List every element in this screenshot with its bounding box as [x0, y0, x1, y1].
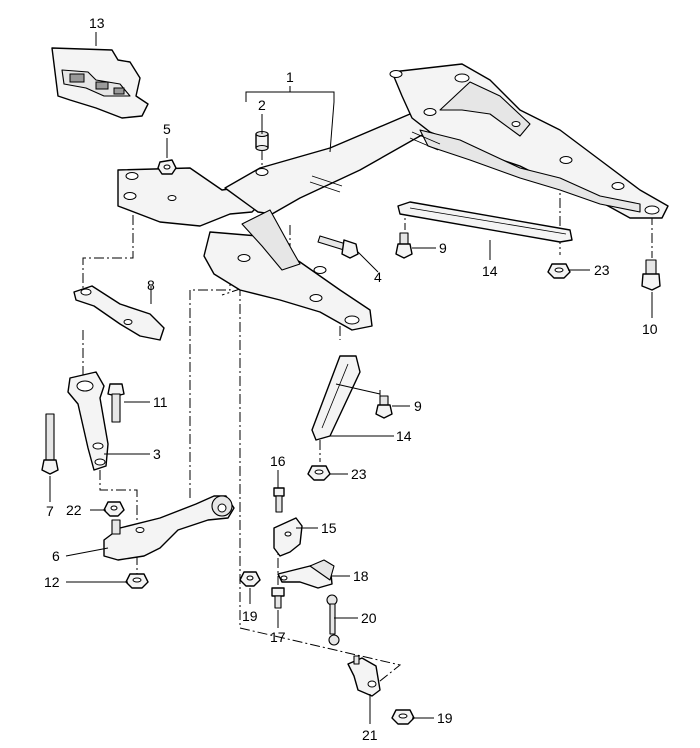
bracket-15 — [273, 517, 303, 557]
screw-16 — [273, 487, 285, 513]
callout-14-lower: 14 — [396, 428, 412, 444]
assembly-line-8 — [82, 215, 134, 290]
nut-23-lower — [307, 465, 331, 481]
coupling-rod — [326, 594, 340, 646]
screw-17 — [271, 587, 285, 609]
callout-17: 17 — [270, 629, 286, 645]
label-plate — [51, 47, 149, 119]
nut-19-upper — [239, 571, 261, 587]
callout-9-upper: 9 — [439, 240, 447, 256]
callout-15: 15 — [321, 520, 337, 536]
callout-6: 6 — [52, 548, 60, 564]
nut-12 — [125, 573, 149, 589]
bushing — [255, 130, 269, 152]
front-axle-crossmember — [117, 63, 669, 331]
callout-23-lower: 23 — [351, 466, 367, 482]
callout-labels: 13 1 2 5 4 8 9 14 23 10 11 3 7 22 6 12 9… — [44, 15, 658, 743]
leader-lines — [49, 32, 653, 724]
bolt-11 — [107, 383, 125, 423]
callout-3: 3 — [153, 446, 161, 462]
bolt-9-lower — [375, 395, 393, 419]
callout-23-upper: 23 — [594, 262, 610, 278]
callout-4: 4 — [374, 269, 382, 285]
level-sensor — [277, 559, 335, 589]
mounting-bracket — [347, 655, 381, 697]
callout-20: 20 — [361, 610, 377, 626]
nut-23-upper — [547, 263, 571, 279]
callout-13: 13 — [89, 15, 105, 31]
strut-brace-upper — [397, 201, 573, 243]
nut-19-lower — [391, 709, 415, 725]
callout-5: 5 — [163, 121, 171, 137]
nut-22 — [103, 501, 125, 517]
control-arm-bracket — [67, 371, 109, 471]
callout-7: 7 — [46, 503, 54, 519]
nut-5 — [157, 159, 177, 175]
callout-14-upper: 14 — [482, 263, 498, 279]
callout-1: 1 — [286, 69, 294, 85]
assembly-line-21 — [239, 250, 402, 686]
callout-19-upper: 19 — [242, 608, 258, 624]
callout-18: 18 — [353, 568, 369, 584]
callout-12: 12 — [44, 574, 60, 590]
callout-21: 21 — [362, 727, 378, 743]
callout-16: 16 — [270, 453, 286, 469]
callout-11: 11 — [153, 394, 168, 410]
reinforcement-plate — [73, 285, 165, 341]
callout-8: 8 — [147, 277, 155, 293]
hex-bolt-4 — [317, 235, 359, 259]
assembly-line-12 — [99, 470, 138, 520]
long-bolt-7 — [41, 413, 59, 475]
bolt-9-upper — [395, 232, 413, 259]
callout-19-lower: 19 — [437, 710, 453, 726]
callout-9-lower: 9 — [414, 398, 422, 414]
strut-brace-lower — [311, 355, 361, 441]
callout-2: 2 — [258, 97, 266, 113]
callout-22: 22 — [66, 502, 82, 518]
lower-control-arm — [103, 495, 235, 561]
bolt-10 — [641, 259, 661, 291]
callout-10: 10 — [642, 321, 658, 337]
